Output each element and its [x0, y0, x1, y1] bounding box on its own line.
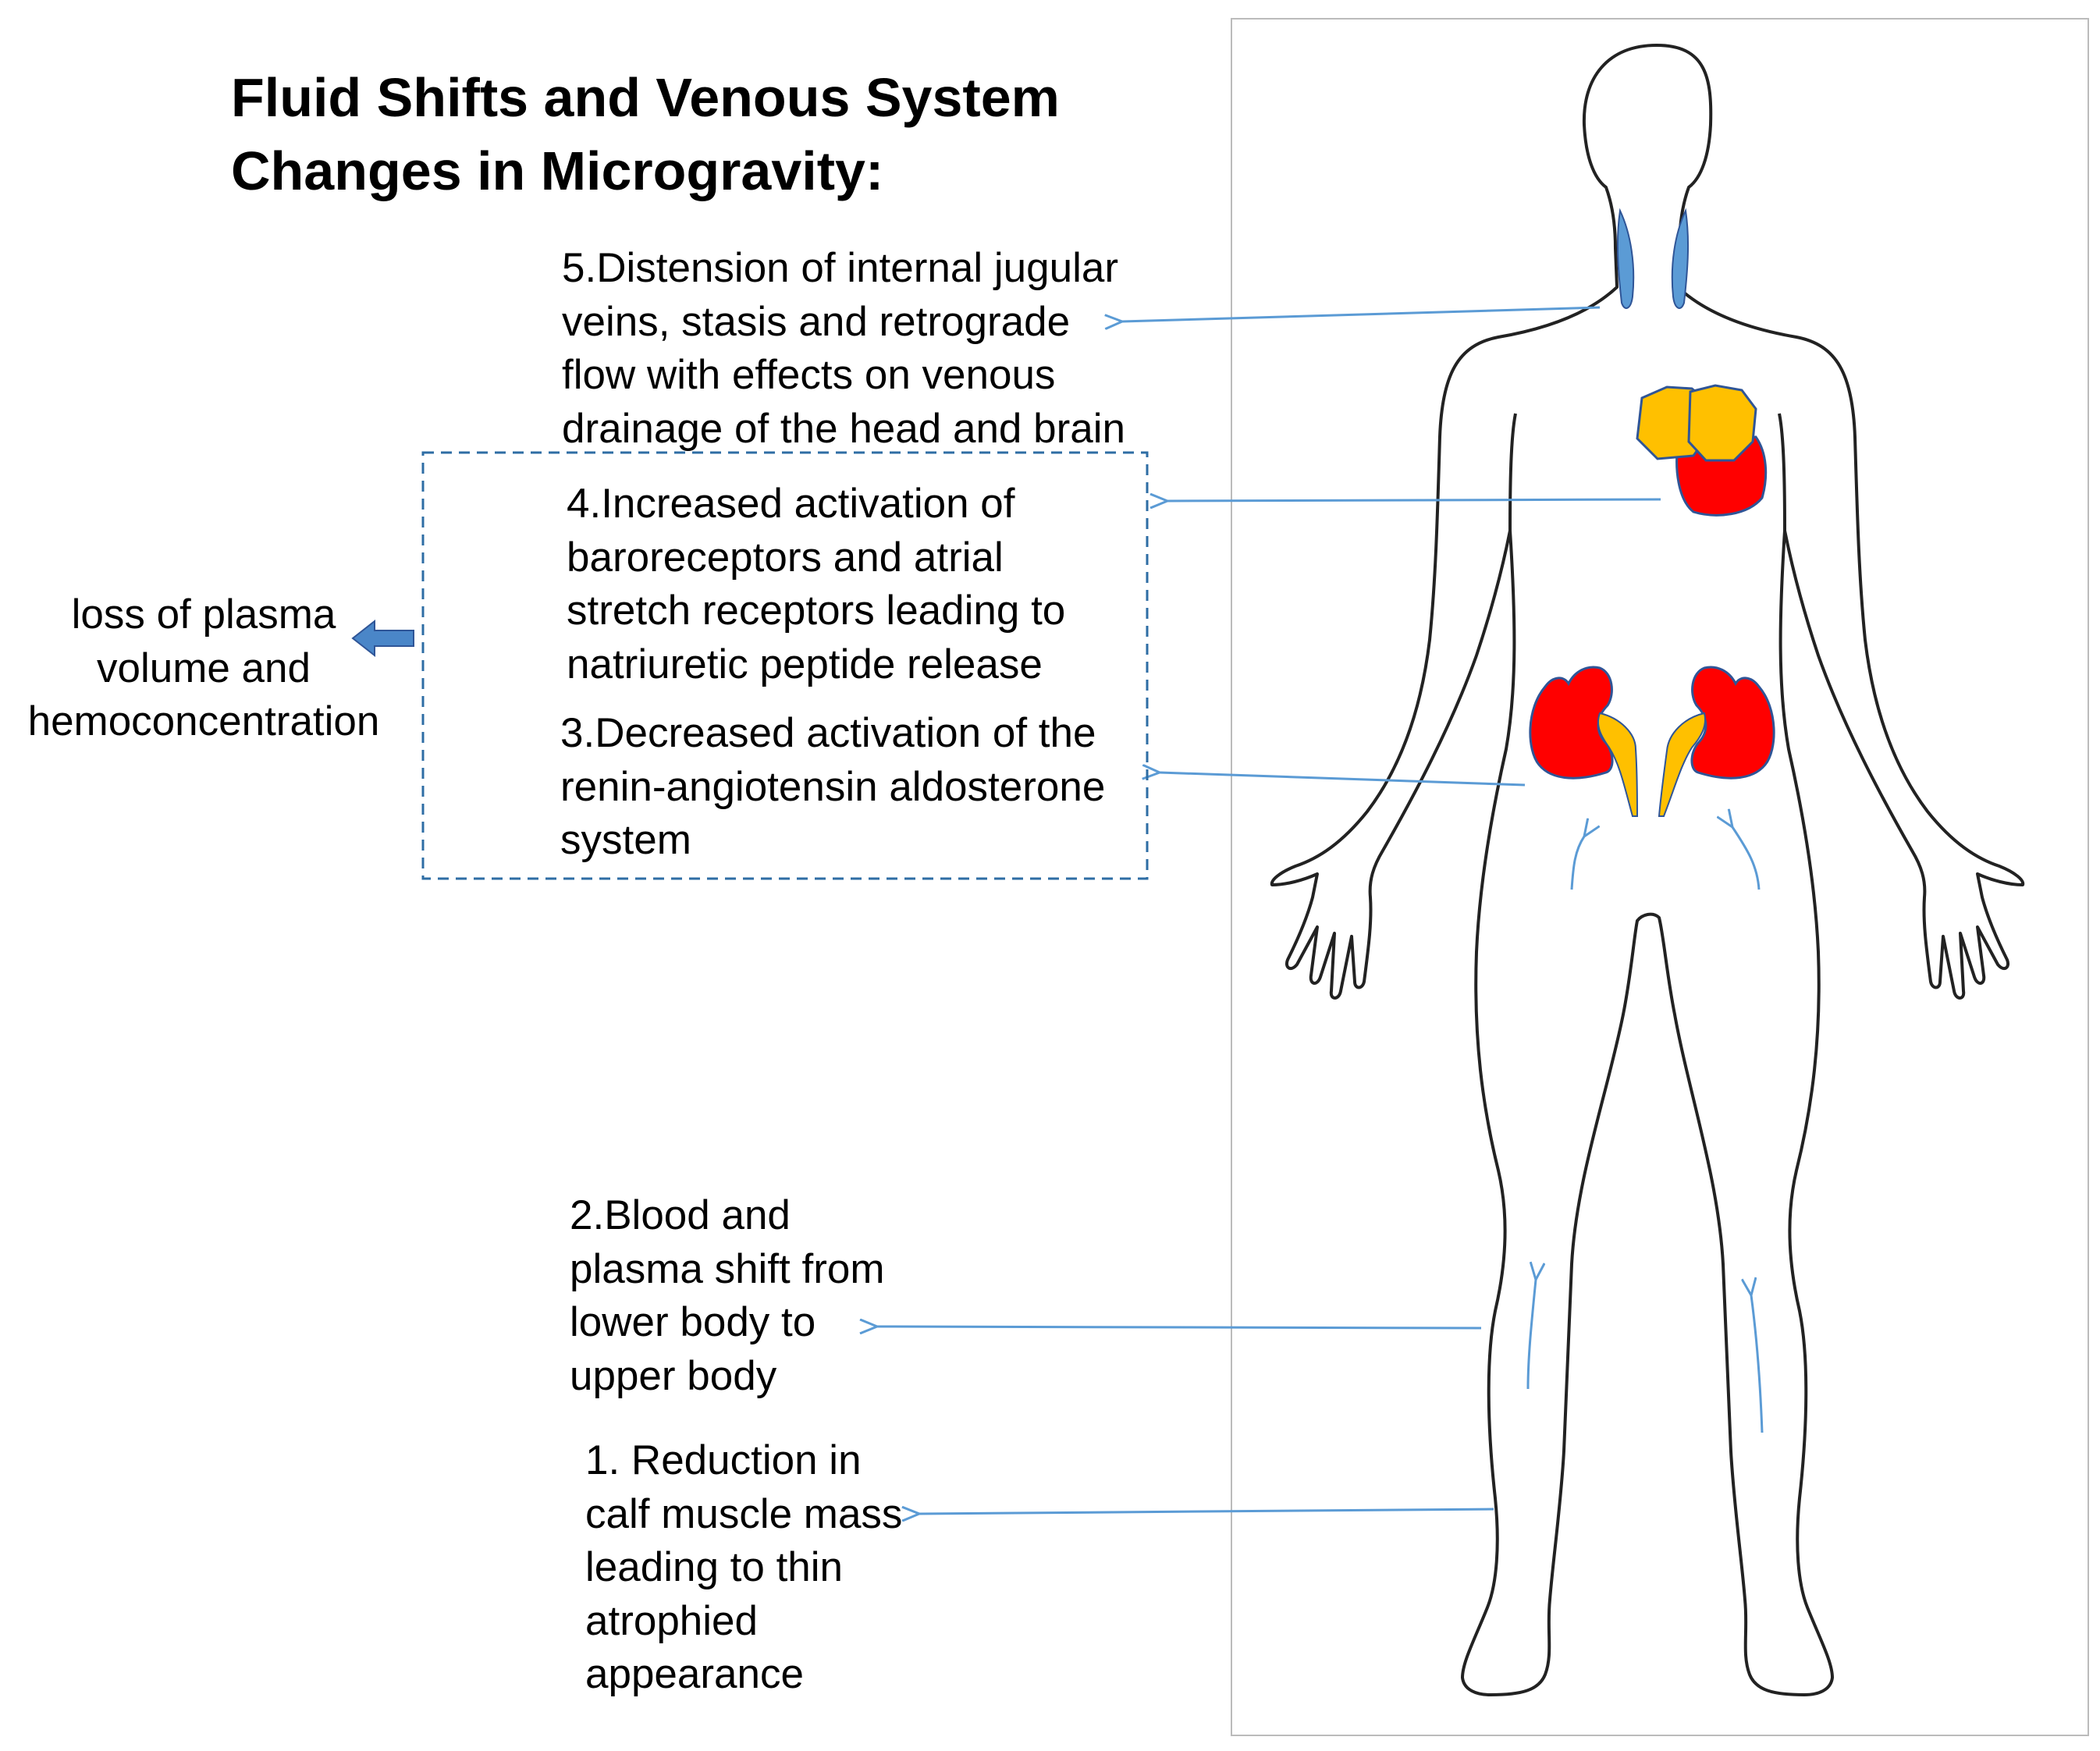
left-leg-flow-arrow — [1526, 1280, 1536, 1390]
arrow-to-step1 — [919, 1509, 1494, 1514]
left-jugular-vein — [1616, 208, 1635, 309]
title-line-2: Changes in Microgravity: — [231, 140, 884, 201]
right-jugular-vein — [1671, 208, 1690, 309]
heart-ventricle — [1675, 435, 1768, 517]
block-arrow-to-plasma-loss — [351, 619, 414, 658]
right-arm-inner-line — [1778, 413, 1786, 531]
heart-right-atrium — [1687, 384, 1757, 462]
human-body-outline — [1270, 44, 2025, 1696]
label-step3-renin-angiotensin: 3.Decreased activation of the renin-angi… — [560, 710, 1106, 864]
arrow-to-step4 — [1167, 499, 1661, 501]
arrow-to-step2 — [877, 1327, 1482, 1328]
diagram-title: Fluid Shifts and Venous System Changes i… — [231, 61, 1245, 208]
label-step2-blood-shift: 2.Blood and plasma shift from lower body… — [570, 1192, 885, 1399]
label-plasma-volume-loss: loss of plasma volume and hemoconcentrat… — [27, 591, 380, 745]
label-step4-baroreceptors: 4.Increased activation of baroreceptors … — [567, 481, 1066, 687]
left-ureter — [1597, 712, 1639, 817]
label-step5-jugular-veins: 5.Distension of internal jugular veins, … — [562, 245, 1125, 452]
title-line-1: Fluid Shifts and Venous System — [231, 67, 1060, 128]
figure-frame — [1231, 18, 2089, 1736]
arrow-to-step5 — [1122, 306, 1601, 321]
label-step1-calf-muscle: 1. Reduction in calf muscle mass leading… — [585, 1437, 903, 1698]
left-arm-inner-line — [1508, 413, 1517, 531]
arrow-to-step3 — [1160, 772, 1526, 787]
right-kidney — [1690, 666, 1775, 780]
pelvis-flow-arrow-left — [1570, 836, 1584, 890]
left-kidney — [1529, 666, 1614, 780]
right-ureter — [1658, 712, 1706, 817]
pelvis-flow-arrow-right — [1732, 827, 1761, 890]
hormonal-response-box — [421, 451, 1149, 880]
right-leg-flow-arrow — [1751, 1295, 1764, 1433]
